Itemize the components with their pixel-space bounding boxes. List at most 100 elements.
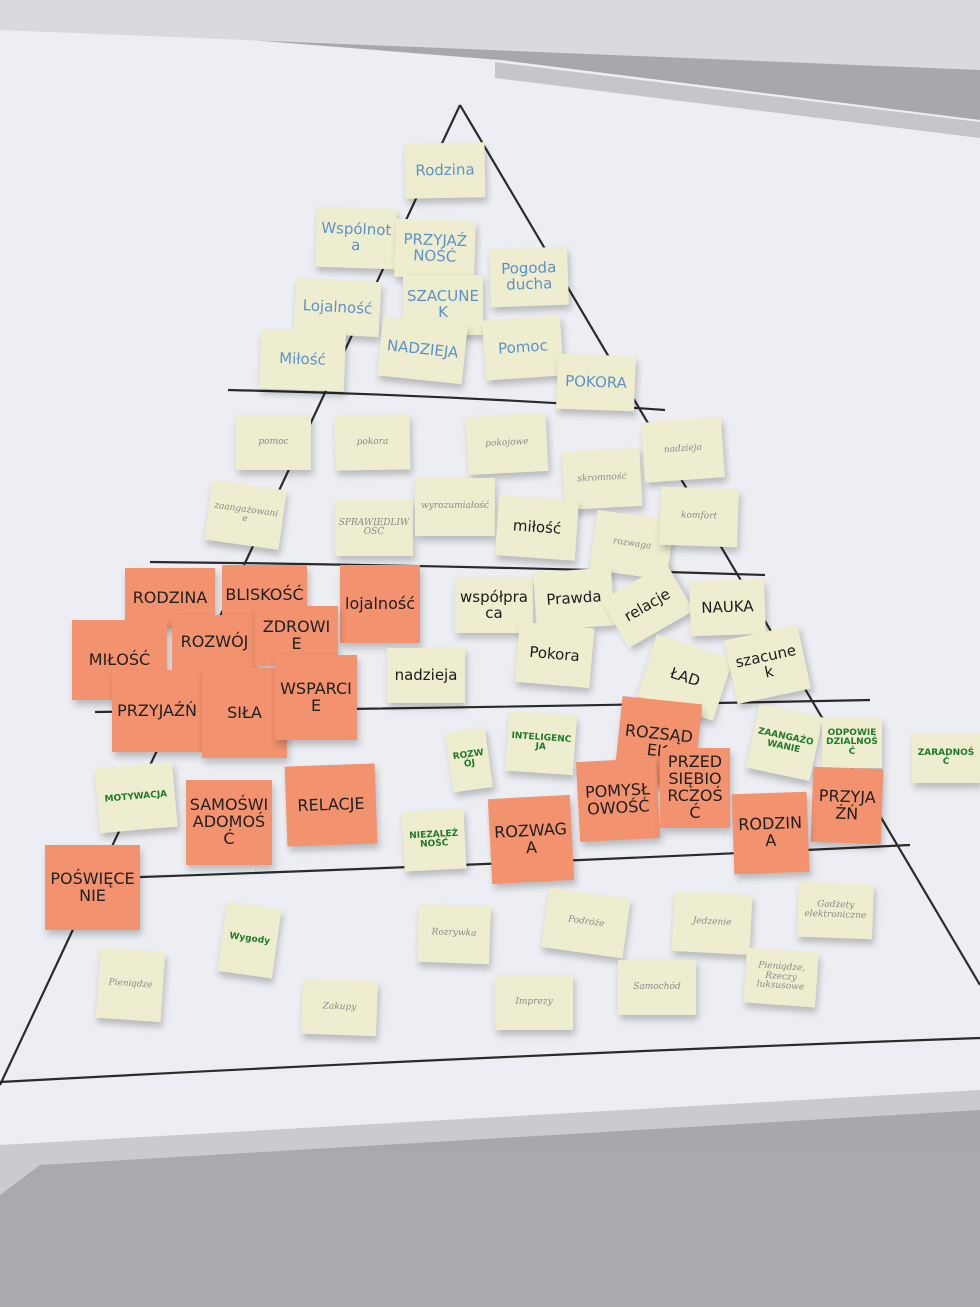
yellow-sticky-note: ZAANGAŻOWANIE <box>745 703 824 782</box>
note-text: zaangażowanie <box>213 500 279 525</box>
note-text: nadzieja <box>663 442 703 456</box>
yellow-sticky-note: wyrozumiałość <box>415 478 495 536</box>
wall-top <box>0 0 980 70</box>
note-text: ZDROWIE <box>262 617 331 653</box>
note-text: PRZEDSIĘBIORCZOŚĆ <box>667 752 723 822</box>
note-text: RELACJE <box>297 793 365 815</box>
yellow-sticky-note: PRZYJAŹNOŚĆ <box>394 218 476 280</box>
note-text: Wygody <box>228 931 271 948</box>
yellow-sticky-note: Wygody <box>217 901 282 979</box>
note-text: Jedzenie <box>692 916 732 929</box>
note-text: SZACUNEK <box>407 287 479 321</box>
note-text: Podróże <box>567 914 605 930</box>
note-text: Lojalność <box>302 295 373 318</box>
tier-line-base <box>0 1036 980 1084</box>
note-text: Pomoc <box>497 336 549 358</box>
yellow-sticky-note: POKORA <box>556 353 636 412</box>
yellow-sticky-note: MOTYWACJA <box>94 761 178 834</box>
yellow-sticky-note: Podróże <box>541 887 631 959</box>
note-text: POKORA <box>564 371 628 392</box>
note-text: Gadżety elektroniczne <box>804 899 867 921</box>
orange-sticky-note: ROZWÓJ <box>172 615 257 670</box>
yellow-sticky-note: ODPOWIEDZIALNOŚĆ <box>822 718 882 768</box>
yellow-sticky-note: Pieniądze <box>95 947 166 1023</box>
note-text: SAMOŚWIADOMOŚĆ <box>189 795 269 848</box>
orange-sticky-note: RODZINA <box>125 568 215 628</box>
yellow-sticky-note: Imprezy <box>495 975 573 1030</box>
orange-sticky-note: WSPARCIE <box>275 655 357 740</box>
yellow-sticky-note: Gadżety elektroniczne <box>797 881 874 940</box>
orange-sticky-note: lojalność <box>340 565 420 643</box>
yellow-sticky-note: Pokora <box>514 621 595 689</box>
yellow-sticky-note: NIEZALEŻNOŚĆ <box>401 808 467 872</box>
yellow-sticky-note: pokora <box>334 414 411 471</box>
yellow-sticky-note: zaangażowanie <box>204 480 287 550</box>
note-text: NIEZALEŻNOŚĆ <box>409 828 459 850</box>
note-text: pomoc <box>258 436 289 447</box>
note-text: Wspólnota <box>320 219 392 255</box>
note-text: ROZWÓJ <box>452 747 485 770</box>
yellow-sticky-note: Pogoda ducha <box>489 246 569 308</box>
note-text: ŁAD <box>668 663 703 690</box>
note-text: ZARADNOŚĆ <box>917 747 975 767</box>
note-text: MIŁOŚĆ <box>88 649 151 669</box>
tier-line-2 <box>149 560 766 577</box>
yellow-sticky-note: Miłość <box>258 328 347 392</box>
orange-sticky-note: POMYSŁOWOŚĆ <box>575 757 661 843</box>
yellow-sticky-note: NAUKA <box>689 578 766 637</box>
yellow-sticky-note: Rodzina <box>404 142 486 199</box>
yellow-sticky-note: pokojowe <box>465 412 549 476</box>
note-text: Pieniądze <box>108 977 153 991</box>
note-text: Pogoda ducha <box>500 258 557 294</box>
note-text: nadzieja <box>394 665 458 684</box>
note-text: NADZIEJA <box>386 336 460 362</box>
note-text: SPRAWIEDLIWOŚĆ <box>338 517 410 537</box>
board-tray <box>0 1090 980 1195</box>
note-text: rozwaga <box>612 536 652 552</box>
note-text: WSPARCIE <box>280 678 352 715</box>
yellow-sticky-note: pomoc <box>236 415 311 470</box>
note-text: Imprezy <box>515 996 553 1007</box>
orange-sticky-note: RELACJE <box>284 763 378 847</box>
board-frame-top <box>495 62 980 138</box>
yellow-sticky-note: Rozrywka <box>417 903 491 965</box>
yellow-sticky-note: nadzieja <box>387 648 465 703</box>
note-text: relacje <box>620 584 674 626</box>
note-text: RODZINA <box>132 587 208 607</box>
note-text: ROZWÓJ <box>180 632 249 652</box>
wall-bottom <box>0 1150 980 1307</box>
orange-sticky-note: PRZYJAŹŃ <box>112 670 202 752</box>
orange-sticky-note: POŚWIĘCENIE <box>45 845 140 930</box>
note-text: współpraca <box>460 587 528 622</box>
note-text: pokora <box>356 436 389 448</box>
orange-sticky-note: RODZINA <box>731 791 810 875</box>
note-text: PRZYJAŹŃ <box>117 700 197 720</box>
yellow-sticky-note: Samochód <box>618 960 696 1015</box>
note-text: pokojowe <box>485 437 529 450</box>
note-text: ROZWAGA <box>493 818 568 857</box>
note-text: miłość <box>512 516 562 538</box>
yellow-sticky-note: Pomoc <box>482 315 564 381</box>
orange-sticky-note: PRZEDSIĘBIORCZOŚĆ <box>660 748 730 828</box>
note-text: Zakupy <box>322 1001 357 1013</box>
yellow-sticky-note: komfort <box>659 486 739 548</box>
note-text: lojalność <box>345 593 415 613</box>
orange-sticky-note: ZDROWIE <box>255 606 338 666</box>
yellow-sticky-note: Jedzenie <box>671 891 753 955</box>
orange-sticky-note: ROZWAGA <box>487 794 575 885</box>
yellow-sticky-note: INTELIGENCJA <box>504 710 578 776</box>
note-text: ODPOWIEDZIALNOŚĆ <box>826 727 878 757</box>
note-text: NAUKA <box>701 596 754 617</box>
note-text: Rozrywka <box>431 927 477 940</box>
yellow-sticky-note: Wspólnota <box>314 206 398 270</box>
note-text: skromność <box>577 472 627 485</box>
yellow-sticky-note: miłość <box>495 495 579 561</box>
note-text: Rodzina <box>415 160 475 180</box>
note-text: Pokora <box>528 642 581 666</box>
note-text: szacunek <box>733 640 798 682</box>
note-text: POŚWIĘCENIE <box>50 868 135 905</box>
note-text: Samochód <box>633 981 681 992</box>
note-text: PRZYJAŹNOŚĆ <box>403 230 468 266</box>
orange-sticky-note: PRZYJAŹŃ <box>810 766 884 845</box>
yellow-sticky-note: ZARADNOŚĆ <box>912 733 980 783</box>
